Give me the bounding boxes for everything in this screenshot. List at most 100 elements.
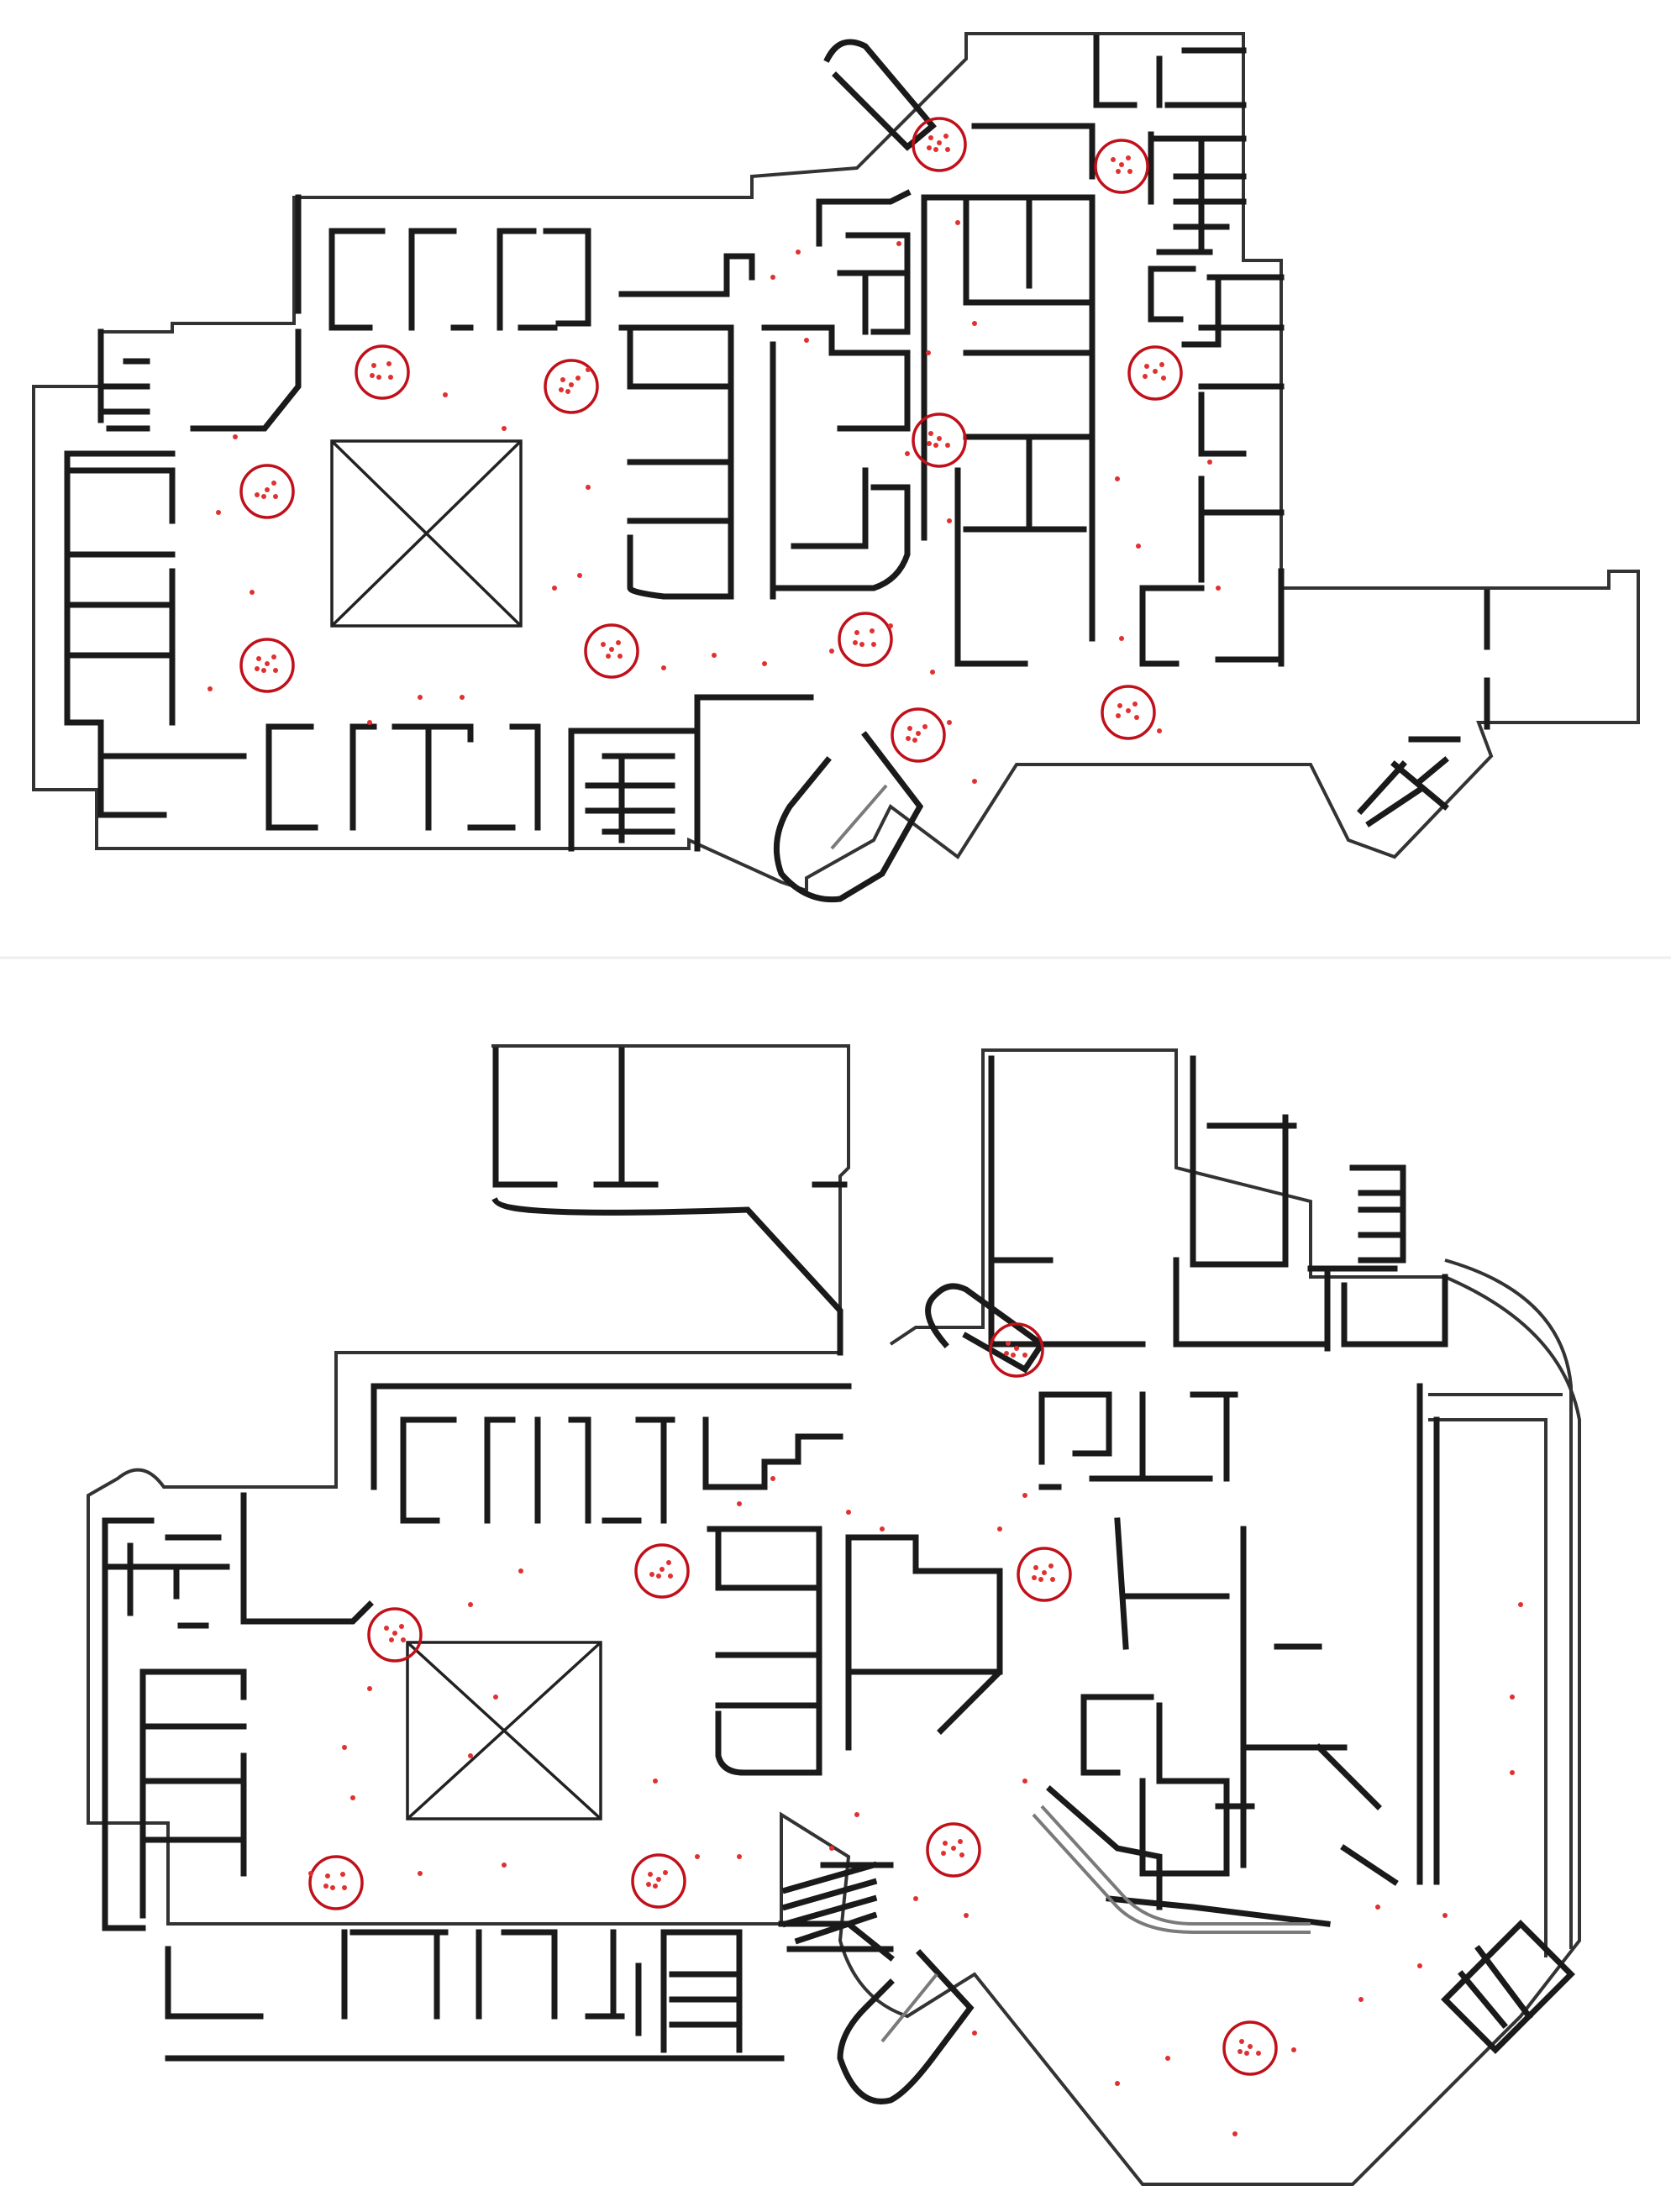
dot-marker — [1022, 1353, 1027, 1358]
dot-marker — [342, 1885, 347, 1890]
dot-marker — [1115, 476, 1120, 481]
dot-marker — [265, 487, 270, 492]
dot-marker — [933, 147, 938, 152]
dot-marker — [937, 436, 942, 441]
dot-marker — [401, 1637, 406, 1642]
dot-marker — [1143, 374, 1148, 379]
dot-marker — [1116, 713, 1121, 718]
dot-marker — [376, 375, 381, 380]
dot-marker — [616, 640, 621, 645]
dot-marker — [933, 443, 938, 448]
dot-marker — [997, 1526, 1002, 1532]
floor-plan-bottom — [87, 1044, 1581, 2186]
dot-marker — [1038, 1577, 1043, 1582]
dot-marker — [261, 668, 266, 673]
plan-bottom-rooms-row-north — [370, 1383, 852, 1524]
dot-marker — [649, 1572, 654, 1577]
dot-marker — [926, 350, 931, 355]
plan-bottom-stairs-center — [781, 1861, 894, 1952]
dot-marker — [648, 1872, 653, 1877]
dot-marker — [1126, 708, 1131, 713]
dot-marker — [559, 387, 564, 392]
plan-bottom-rooms-west — [102, 1492, 374, 2020]
plan-top-entry-south — [773, 731, 924, 903]
dot-marker — [367, 720, 372, 725]
dot-marker — [1510, 1694, 1515, 1700]
dot-marker — [502, 1863, 507, 1868]
dot-marker — [271, 481, 276, 486]
dot-marker — [896, 241, 901, 246]
dot-marker — [972, 2031, 977, 2036]
plan-top-rooms-center — [618, 324, 852, 600]
dot-marker — [577, 573, 582, 578]
dot-marker — [460, 695, 465, 700]
dot-marker — [945, 443, 950, 448]
dot-marker — [1022, 1779, 1027, 1784]
dot-marker — [586, 367, 591, 372]
dot-marker — [330, 1885, 335, 1890]
dot-marker — [928, 135, 933, 140]
dot-marker — [941, 1851, 946, 1856]
dot-marker — [804, 338, 809, 343]
dot-marker — [418, 695, 423, 700]
dot-marker — [646, 1882, 651, 1887]
dot-marker — [871, 642, 876, 647]
dot-marker — [1510, 1770, 1515, 1775]
dot-marker — [273, 494, 278, 499]
plan-bottom-stairs-east — [1441, 1920, 1575, 2054]
dot-marker — [388, 375, 393, 380]
dot-marker — [255, 666, 260, 671]
dot-marker — [384, 1626, 389, 1631]
dot-marker — [829, 649, 834, 654]
circle-marker — [912, 117, 967, 172]
dot-marker — [350, 1795, 355, 1800]
dot-marker — [905, 451, 910, 456]
dot-marker — [1518, 1602, 1523, 1607]
dot-marker — [943, 134, 948, 139]
dot-marker — [1022, 1493, 1027, 1498]
plan-top-rooms-east-b — [1139, 274, 1285, 667]
dot-marker — [586, 485, 591, 490]
dot-marker — [1136, 544, 1141, 549]
dot-marker — [606, 654, 611, 659]
dot-marker — [927, 145, 932, 150]
dot-marker — [770, 275, 775, 280]
dot-marker — [762, 661, 767, 666]
dot-marker — [443, 392, 448, 397]
dot-marker — [1358, 1997, 1364, 2002]
dot-marker — [392, 1631, 397, 1636]
dot-marker — [342, 1745, 347, 1750]
dot-marker — [1042, 1570, 1047, 1575]
dot-marker — [1375, 1905, 1380, 1910]
circle-marker — [308, 1855, 364, 1910]
dot-marker — [928, 431, 933, 436]
dot-marker — [1417, 1963, 1422, 1968]
plan-top-entry-north — [823, 39, 937, 151]
dot-marker — [958, 1839, 963, 1844]
dot-marker — [880, 1526, 885, 1532]
dot-marker — [1115, 2081, 1120, 2086]
plan-bottom-rooms-east — [1038, 1391, 1348, 1927]
dot-marker — [255, 492, 260, 497]
dot-marker — [1159, 362, 1164, 367]
dot-marker — [668, 1574, 673, 1579]
dot-marker — [250, 590, 255, 595]
dot-marker — [854, 1812, 859, 1817]
floor-plan-top — [32, 32, 1640, 903]
dot-marker — [1050, 1577, 1055, 1582]
plan-top-rooms-south — [265, 723, 541, 831]
dot-marker — [1117, 703, 1122, 708]
dot-marker — [323, 1884, 328, 1889]
circle-marker — [355, 344, 410, 400]
dot-marker — [386, 361, 391, 366]
dot-marker — [907, 726, 912, 731]
dot-marker — [569, 382, 574, 387]
dot-marker — [468, 1753, 473, 1758]
dot-marker — [1014, 1346, 1019, 1351]
dot-marker — [712, 653, 717, 658]
circle-marker — [926, 1822, 981, 1878]
dot-marker — [951, 1846, 956, 1851]
dot-marker — [930, 670, 935, 675]
dot-marker — [1006, 1341, 1011, 1346]
plan-top-rooms-north-a — [295, 194, 591, 331]
